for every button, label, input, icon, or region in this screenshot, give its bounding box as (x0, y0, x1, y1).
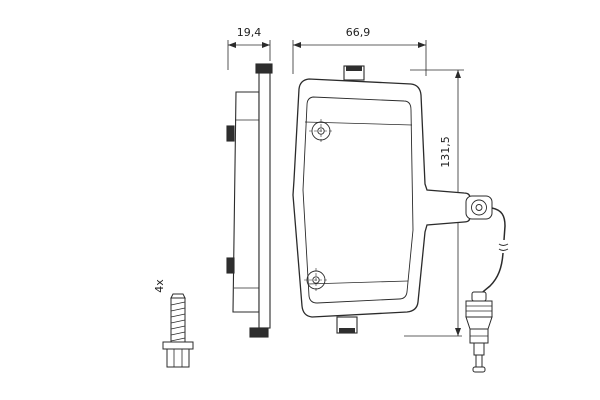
sensor-wire (479, 207, 509, 297)
connector-pin (475, 354, 483, 368)
arrowhead-top (455, 70, 461, 78)
wire-break-mark-2 (498, 248, 509, 251)
wire-lower (479, 252, 504, 297)
bolt-flange (162, 341, 194, 350)
arrowhead-bottom (455, 328, 461, 336)
bolt-threads (170, 301, 186, 342)
clip-upper (226, 125, 235, 142)
bolt-quantity-label: 4x (153, 279, 166, 293)
pad-side-view (226, 63, 273, 338)
connector-neck (473, 342, 485, 356)
bottom-tab-edge (249, 327, 269, 338)
clip-lower (226, 257, 235, 274)
arrowhead-right (418, 42, 426, 48)
connector-tip (472, 366, 486, 373)
bolt-tip (170, 293, 186, 299)
wire-upper (491, 207, 506, 241)
thickness-dimension-label: 19,4 (237, 26, 262, 39)
arrowhead-left (228, 42, 236, 48)
sensor-body (465, 195, 493, 220)
backing-plate-outline (292, 78, 471, 318)
connector-upper-body (465, 300, 493, 318)
dimension-thickness (227, 40, 271, 70)
top-tab-detail (346, 66, 362, 71)
wire-break-mark-1 (498, 243, 509, 246)
top-tab-edge (255, 63, 273, 74)
connector-taper (465, 316, 493, 330)
pad-front-view (292, 65, 471, 334)
friction-material-edge (232, 91, 260, 313)
connector-cap (471, 291, 487, 302)
sensor-eyelet (471, 199, 487, 216)
wear-sensor (465, 195, 493, 220)
arrowhead-left (293, 42, 301, 48)
backing-plate-edge (258, 71, 271, 329)
mounting-bolt (162, 293, 194, 368)
friction-material-outline (302, 96, 414, 304)
sensor-eyelet-center (475, 204, 483, 211)
bottom-tab-detail (339, 328, 355, 333)
bolt-hex-head (166, 348, 190, 368)
marker-circle-upper (309, 119, 333, 143)
dimension-width (292, 40, 427, 76)
height-dimension-label: 131,5 (439, 136, 452, 168)
arrowhead-right (262, 42, 270, 48)
sensor-connector (465, 291, 493, 373)
marker-circle-lower (304, 268, 328, 292)
width-dimension-label: 66,9 (346, 26, 371, 39)
